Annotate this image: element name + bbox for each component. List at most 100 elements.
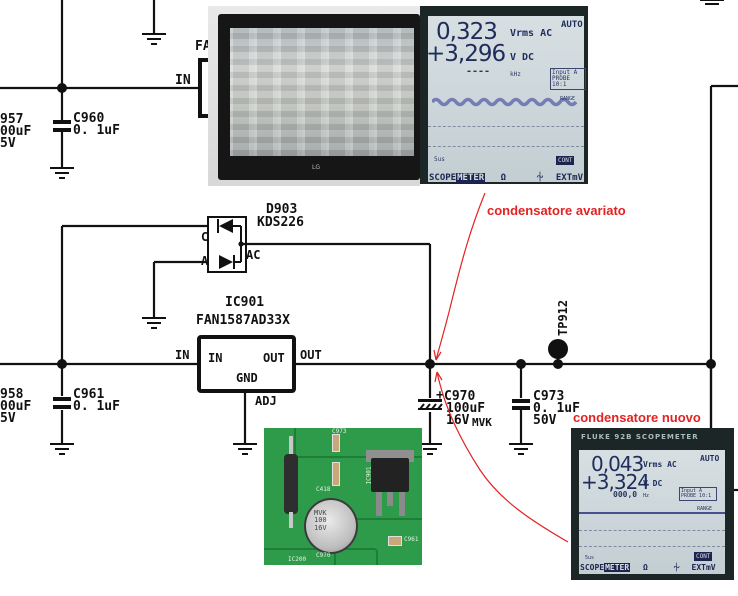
reading-ac: 0,323 [436,19,498,45]
ohm-icon: Ω [643,563,648,572]
timebase: 5us [585,555,595,561]
d903-package [207,216,247,273]
junction-dot [553,359,563,369]
ground-icon [233,443,257,455]
pcb-label-c961: C961 [404,536,419,543]
reading-dc-unit: V DC [510,52,535,63]
c961-plate-top [53,397,71,401]
pcb-capacitor-c970 [304,498,358,554]
mode-auto: AUTO [561,20,583,30]
arrow-faulty [435,192,486,361]
ground-symbols [50,0,724,455]
timebase: 5us [434,156,445,163]
cont-indicator: CONT [694,552,713,561]
ic901-pin-in: IN [208,351,222,365]
pcb-regulator-ic901 [371,458,409,492]
ic901-net-in: IN [175,348,189,362]
c958-ref: 958 [0,387,24,402]
ic-top-in-label: IN [175,73,191,88]
ground-icon [142,317,166,329]
ic901-pin-adj: ADJ [255,394,277,408]
tp912-ref: TP912 [556,300,570,336]
reading-ac-unit: Vrms AC [643,460,677,469]
c973-voltage: 50V [533,413,557,428]
d903-part: KDS226 [257,215,304,230]
ic901-net-out: OUT [300,348,322,362]
menu-meter-selected: METER [456,173,486,183]
scope-menu-bar: SCOPEMETER Ω ⏆ EXTmV [580,562,716,573]
arrowhead-icon [434,371,443,383]
range-label: RANGE [560,96,576,102]
cont-indicator: CONT [556,156,575,165]
reading-dc: +3,324 [581,470,650,494]
ohm-icon: Ω [500,173,507,183]
c973-ref: C973 [533,389,564,404]
pcb-label-ic200: IC200 [288,556,307,563]
junction-dot [57,359,67,369]
c958-value: 00uF [0,399,31,414]
c960-plate-top [53,120,71,124]
junction-dot [425,359,435,369]
waveform-noisy [432,97,578,107]
range-label: RANGE [697,506,713,512]
annotation-faulty-capacitor: condensatore avariato [487,203,626,218]
waveform-flat [579,512,725,514]
menu-scope: SCOPE [429,173,457,183]
c960-ref: C960 [73,111,104,126]
c973-plate-bottom [512,406,530,410]
diode-d903 [207,216,247,273]
scopemeter-before: 0,323 Vrms AC AUTO +3,296 V DC ---- kHz … [420,6,588,184]
c970-plate-top [418,399,442,402]
tv-distorted-screen [230,28,414,156]
wires [0,0,738,492]
arrowhead-icon [433,349,442,361]
ground-icon [509,443,533,455]
scope-menu-bar: SCOPEMETER Ω ⏆ EXTmV [429,170,583,183]
annotations: condensatore avariato condensatore nuovo [433,192,701,543]
c961-plate-bottom [53,405,71,409]
c970-voltage: 16V [446,413,470,428]
diode-test-icon: ⏆ [672,563,681,572]
diode-upper-icon [219,219,233,233]
ic901-pin-gnd: GND [236,371,258,385]
c961-ref: C961 [73,387,104,402]
arrow-new [436,371,569,543]
reading-freq: ---- [466,66,491,77]
scopemeter-after: FLUKE 92B SCOPEMETER 0,043 Vrms AC AUTO … [571,428,734,580]
diode-test-icon: ⏆ [535,173,545,183]
c970-series: MVK [472,416,492,429]
c957-value: 00uF [0,124,31,139]
c970-polarity: + [436,388,444,403]
menu-extmv: EXTmV [691,563,716,572]
ic-top-ref: FA [195,39,211,54]
ic901-ref: IC901 [225,295,264,310]
ic901-pin-out: OUT [263,351,285,365]
testpoint-tp912-icon [548,339,568,359]
c957-voltage: 5V [0,136,16,151]
junction-dot [57,83,67,93]
c957-ref: 957 [0,112,23,127]
reading-dc: +3,296 [426,41,506,67]
c970-value: 100uF [446,401,485,416]
ic901-body [197,335,296,393]
pcb-label-c973: C973 [332,428,347,435]
d903-ref: D903 [266,202,297,217]
c958-voltage: 5V [0,411,16,426]
d903-pin-ac: AC [246,248,260,262]
reading-freq-unit: Hz [643,493,650,499]
pcb-diode [284,454,298,514]
pcb-label-c418: C418 [316,486,331,493]
d903-pin-a: A [201,254,209,268]
ic901-part: FAN1587AD33X [196,313,290,328]
d903-pin-c: C [201,230,208,244]
c960-plate-bottom [53,128,71,132]
c970-plate-bottom-hatched [418,403,443,410]
junction-dot [516,359,526,369]
ground-icon [50,443,74,455]
reading-dc-unit: V DC [643,479,663,488]
annotation-new-capacitor: condensatore nuovo [573,410,701,425]
